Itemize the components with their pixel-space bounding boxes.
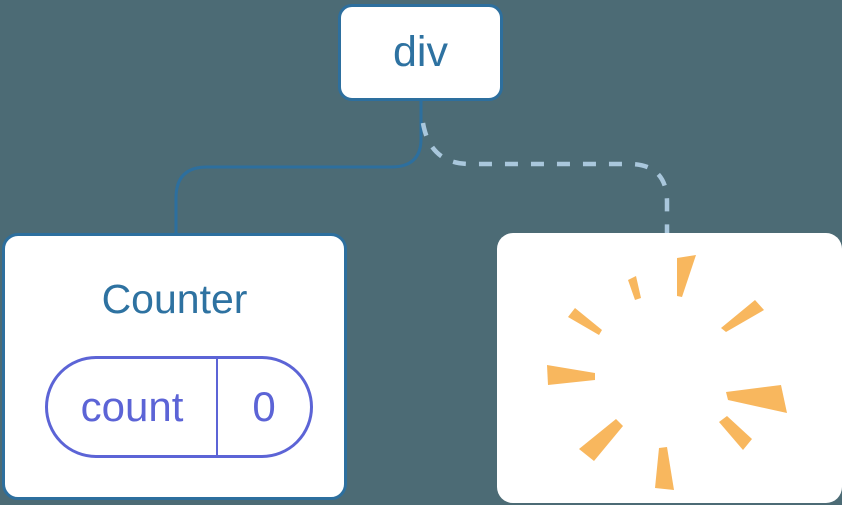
- node-removed: [497, 233, 842, 503]
- node-counter-title: Counter: [101, 276, 248, 322]
- poof-starburst-icon: [547, 255, 787, 490]
- state-pill-key: count: [48, 359, 218, 455]
- starburst-ray: [726, 385, 787, 413]
- starburst-ray: [677, 255, 696, 297]
- edge-solid-div-to-counter: [174, 101, 423, 234]
- node-div: div: [338, 4, 503, 101]
- starburst-ray: [547, 365, 595, 385]
- edge-dashed-div-to-removed: [420, 122, 670, 234]
- state-pill-value: 0: [252, 383, 276, 430]
- state-pill: count 0: [45, 356, 313, 458]
- starburst-ray: [579, 419, 623, 461]
- starburst-ray: [568, 308, 602, 335]
- starburst-ray: [721, 300, 764, 332]
- node-counter: Counter count 0: [2, 233, 347, 500]
- node-div-label: div: [393, 28, 448, 76]
- starburst-ray: [719, 416, 752, 450]
- starburst-ray: [655, 447, 674, 490]
- starburst-ray: [628, 276, 641, 300]
